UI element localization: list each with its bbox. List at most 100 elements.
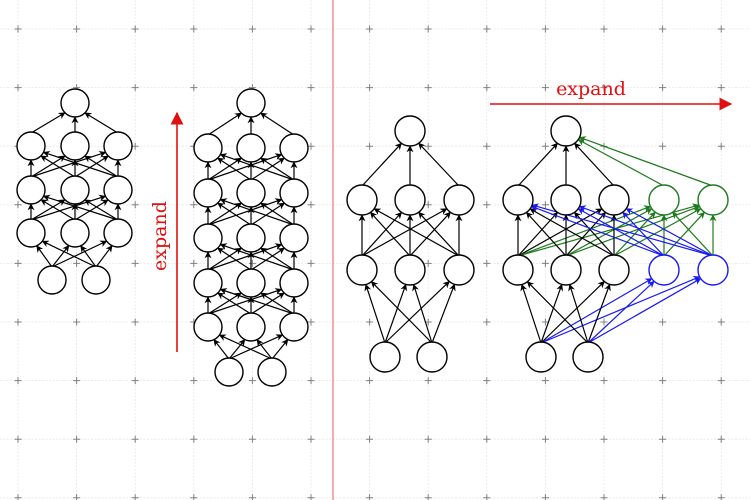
grid-cross-icon [717,494,725,500]
input-node [525,341,557,373]
input-node [416,341,448,373]
grid-cross-icon [307,84,315,92]
grid-cross-icon [73,259,81,267]
edges-widen-before [358,142,463,344]
grid-cross-icon [366,142,374,150]
connection-edge [250,292,285,315]
connection-edge [517,208,603,257]
connection-edge [228,334,284,360]
grid-cross-icon [366,318,374,326]
grid-cross-icon [190,494,198,500]
grid-cross-icon [541,494,549,500]
grid-cross-icon [717,142,725,150]
connection-edge [84,155,119,178]
connection-edge [364,283,386,344]
connection-edge [260,247,295,271]
grid-cross-icon [190,377,198,385]
grid-cross-icon [717,435,725,443]
hidden-node [236,133,266,163]
input-node [81,265,111,295]
grid-cross-icon [483,259,491,267]
grid-cross-icon [73,377,81,385]
grid-cross-icon [307,494,315,500]
connection-edge [95,245,113,268]
connection-edge [250,247,285,271]
hidden-node [236,312,266,342]
connection-edge [250,157,285,181]
grid-cross-icon [131,494,139,500]
nodes-widen-before [346,115,475,373]
grid-cross-icon [131,142,139,150]
grid-cross-icon [424,201,432,209]
grid-cross-icon [73,25,81,33]
connection-edge [260,112,295,136]
connection-edge [260,202,295,226]
connection-edge [565,211,606,257]
connection-edge [412,283,433,344]
connection-edge [625,208,714,257]
grid-cross-icon [131,259,139,267]
connection-edge [250,202,285,226]
grid-cross-icon [541,259,549,267]
grid-cross-icon [248,25,256,33]
connection-edge [526,281,589,344]
connection-edge [41,240,97,268]
connection-edge [207,157,242,181]
hidden-node [236,178,266,208]
connection-edge [587,283,611,344]
connection-edge [30,199,66,221]
nodes-widen-after [502,115,729,373]
connection-edge [213,339,230,360]
grid-cross-icon [483,84,491,92]
connection-edge [40,199,76,221]
connection-edge [384,280,450,344]
grid-cross-icon [14,259,22,267]
hidden-node [60,218,90,248]
grid-cross-icon [248,494,256,500]
connection-edge [577,208,665,257]
hidden-node [697,184,729,216]
output-node [394,115,426,147]
grid-cross-icon [424,25,432,33]
grid-cross-icon [307,259,315,267]
connection-edge [613,208,702,257]
hidden-node [346,184,378,216]
connection-edge [540,283,564,344]
connection-edge [540,278,653,344]
network-nodes [16,88,729,387]
grid-cross-icon [541,142,549,150]
hidden-node [193,178,223,208]
grid-cross-icon [659,318,667,326]
connection-edge [622,211,665,257]
grid-cross-icon [659,142,667,150]
connection-edge [271,339,289,360]
grid-cross-icon [483,142,491,150]
connection-edge [207,153,283,181]
hidden-node [550,184,582,216]
connection-edge [207,292,242,315]
grid-cross-icon [483,377,491,385]
hidden-node [193,133,223,163]
connection-edge [568,283,589,344]
grid-cross-icon [307,318,315,326]
connection-edge [207,112,242,136]
grid-cross-icon [73,494,81,500]
grid-cross-icon [190,435,198,443]
input-node [257,357,287,387]
grid-cross-icon [307,25,315,33]
connection-edge [373,208,460,257]
grid-cross-icon [131,25,139,33]
hidden-node [648,254,680,286]
grid-cross-icon [717,318,725,326]
grid-cross-icon [717,25,725,33]
connection-edge [260,292,295,315]
connection-edge [520,283,542,344]
grid-cross-icon [307,435,315,443]
connection-edge [256,339,273,360]
hidden-node [550,254,582,286]
input-node [572,341,604,373]
edges-widen-after [514,136,717,344]
connection-edge [42,194,119,221]
grid-cross-icon [659,84,667,92]
